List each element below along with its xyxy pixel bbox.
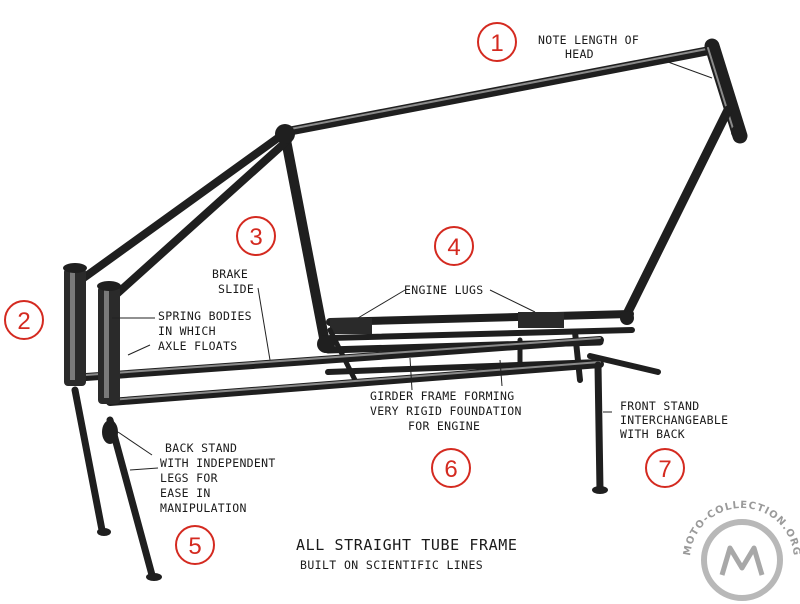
label-head: NOTE LENGTH OF HEAD	[538, 33, 639, 61]
label-front-stand: FRONT STAND INTERCHANGEABLE WITH BACK	[620, 399, 728, 441]
marker-7-text: 7	[658, 456, 671, 483]
brake-label-line1: BRAKE	[212, 267, 248, 281]
marker-2-text: 2	[17, 308, 30, 335]
caption-subtitle: BUILT ON SCIENTIFIC LINES	[300, 558, 483, 572]
label-brake-slide: BRAKE SLIDE	[212, 267, 254, 296]
head-label-line1: NOTE LENGTH OF	[538, 33, 639, 47]
marker-7: 7	[645, 448, 685, 488]
girder-label-line2: VERY RIGID FOUNDATION	[370, 404, 522, 418]
spring-label-line3: AXLE FLOATS	[158, 339, 237, 353]
marker-1: 1	[477, 22, 517, 62]
marker-2: 2	[4, 300, 44, 340]
label-back-stand: BACK STAND WITH INDEPENDENT LEGS FOR EAS…	[160, 441, 276, 515]
back-stand-label-line5: MANIPULATION	[160, 501, 247, 515]
marker-5: 5	[175, 525, 215, 565]
label-spring-bodies: SPRING BODIES IN WHICH AXLE FLOATS	[158, 309, 252, 353]
leader-lines	[112, 61, 713, 471]
back-stand-label-line1: BACK STAND	[165, 441, 237, 455]
marker-5-text: 5	[188, 533, 201, 560]
engine-lugs-label: ENGINE LUGS	[404, 283, 483, 297]
marker-4-text: 4	[447, 234, 460, 261]
caption: ALL STRAIGHT TUBE FRAME BUILT ON SCIENTI…	[296, 536, 518, 572]
marker-3-text: 3	[249, 224, 262, 251]
back-stand-label-line2: WITH INDEPENDENT	[160, 456, 276, 470]
marker-3: 3	[236, 216, 276, 256]
girder-label-line3: FOR ENGINE	[408, 419, 480, 433]
watermark-logo: MOTO-COLLECTION.ORG	[682, 500, 800, 601]
girder-label-line1: GIRDER FRAME FORMING	[370, 389, 514, 403]
front-stand-label-line1: FRONT STAND	[620, 399, 699, 413]
spring-label-line2: IN WHICH	[158, 324, 216, 338]
label-girder-frame: GIRDER FRAME FORMING VERY RIGID FOUNDATI…	[370, 389, 522, 433]
caption-title: ALL STRAIGHT TUBE FRAME	[296, 536, 518, 554]
front-stand-label-line2: INTERCHANGEABLE	[620, 413, 728, 427]
watermark-text: MOTO-COLLECTION.ORG	[682, 500, 800, 557]
spring-label-line1: SPRING BODIES	[158, 309, 252, 323]
back-stand-label-line3: LEGS FOR	[160, 471, 218, 485]
marker-6: 6	[431, 448, 471, 488]
frame-drawing	[63, 38, 748, 581]
marker-1-text: 1	[490, 30, 503, 57]
marker-6-text: 6	[444, 456, 457, 483]
front-stand-label-line3: WITH BACK	[620, 427, 685, 441]
head-label-line2: HEAD	[565, 47, 594, 61]
back-stand-label-line4: EASE IN	[160, 486, 211, 500]
brake-label-line2: SLIDE	[218, 282, 254, 296]
label-engine-lugs: ENGINE LUGS	[404, 283, 483, 297]
marker-4: 4	[434, 226, 474, 266]
